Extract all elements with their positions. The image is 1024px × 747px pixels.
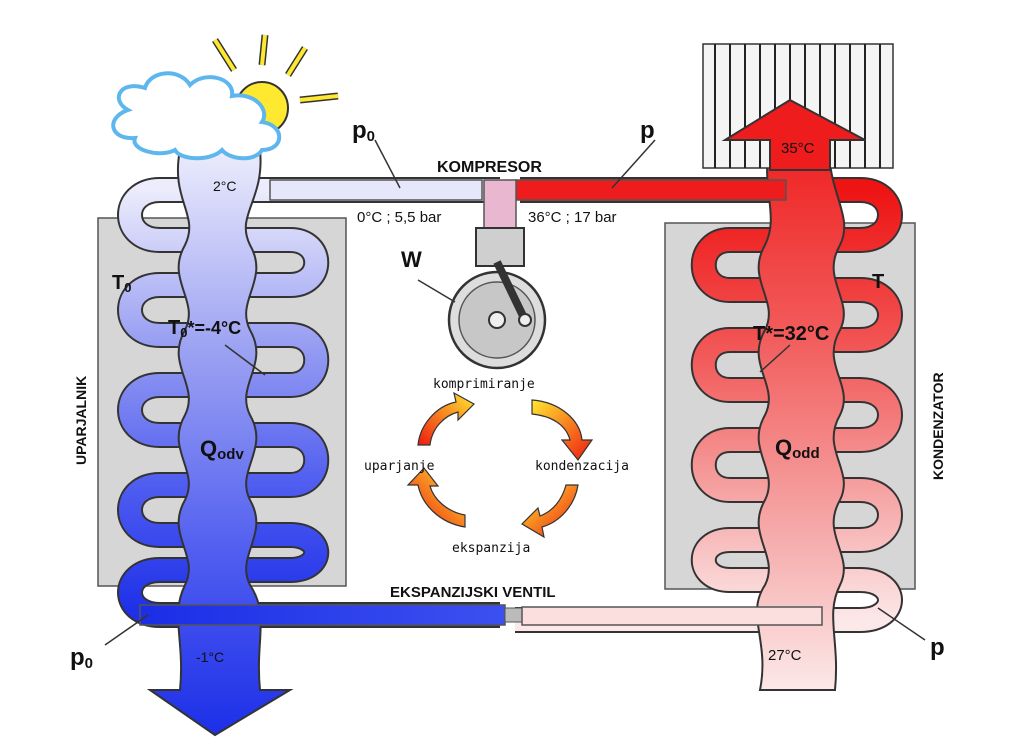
kompresor-label: KOMPRESOR	[437, 159, 542, 176]
cycle-kondenzacija: kondenzacija	[535, 459, 629, 474]
t0-label: T0	[112, 272, 131, 295]
discharge-pipe	[515, 179, 787, 201]
t-label: T	[872, 271, 884, 293]
cycle-ekspanzija: ekspanzija	[452, 541, 530, 556]
cloud-icon	[111, 71, 282, 161]
suction-pipe	[269, 179, 483, 201]
ventil-label: EKSPANZIJSKI VENTIL	[390, 584, 556, 601]
condenser-coil	[515, 177, 903, 633]
right-temp-out: 35°C	[781, 140, 815, 157]
evaporator-coil	[117, 177, 500, 628]
expansion-valve	[504, 607, 523, 623]
arrow-komprimiranje	[417, 391, 475, 446]
compressor	[417, 179, 547, 370]
t0-star-label: T0*=-4°C	[168, 317, 241, 340]
t-star-label: T*=32°C	[753, 323, 829, 345]
q-odv-label: Qodv	[200, 436, 244, 463]
kondenzator-label: KONDENZATOR	[930, 372, 946, 480]
po-bottom-label: p0	[70, 644, 93, 672]
left-temp-out: -1°C	[196, 649, 224, 665]
heat-output-arrow	[721, 98, 866, 171]
discharge-state: 36°C ; 17 bar	[528, 209, 617, 226]
liquid-pipe-cold	[139, 604, 506, 626]
suction-state: 0°C ; 5,5 bar	[357, 209, 441, 226]
p-top-label: p	[640, 117, 655, 144]
liquid-pipe-warm	[521, 606, 823, 626]
arrow-kondenzacija	[531, 399, 594, 462]
cycle-uparjanje: uparjanje	[364, 459, 435, 474]
arrow-ekspanzija	[521, 484, 579, 539]
left-temp-in: 2°C	[213, 178, 237, 194]
q-odd-label: Qodd	[775, 435, 820, 462]
right-temp-in: 27°C	[768, 647, 802, 664]
evaporator-air-stream	[146, 149, 294, 737]
p-bottom-label: p	[930, 634, 945, 661]
po-top-label: p0	[352, 117, 375, 145]
work-label: W	[401, 247, 422, 272]
cycle-komprimiranje: komprimiranje	[433, 377, 535, 392]
uparjalnik-label: UPARJALNIK	[73, 376, 89, 465]
arrow-uparjanje	[406, 467, 466, 528]
leader-lines	[104, 139, 926, 646]
cycle-arrows	[406, 391, 594, 539]
